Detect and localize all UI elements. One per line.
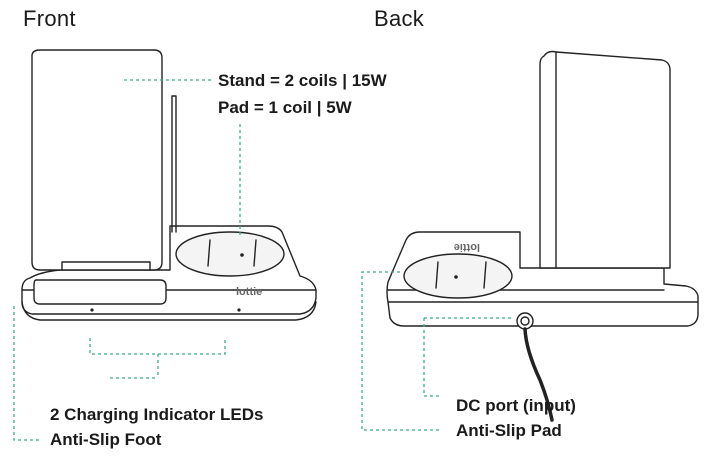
pad-spec-label: Pad = 1 coil | 5W xyxy=(218,98,352,117)
back-stand xyxy=(539,50,671,269)
front-logo: lottie xyxy=(236,286,262,298)
led-left xyxy=(90,308,94,312)
front-leaders xyxy=(13,79,241,441)
back-leaders xyxy=(361,271,512,431)
leds-label: 2 Charging Indicator LEDs xyxy=(50,405,264,424)
anti-slip-pad-label: Anti-Slip Pad xyxy=(456,421,562,440)
dc-port-label: DC port (input) xyxy=(456,396,576,415)
stand-spec-label: Stand = 2 coils | 15W xyxy=(218,71,387,90)
anti-slip-foot-label: Anti-Slip Foot xyxy=(50,430,162,449)
front-heading: Front xyxy=(23,6,76,31)
front-charging-pad xyxy=(175,231,285,277)
back-logo: lottie xyxy=(454,241,480,253)
dc-cable xyxy=(523,327,554,422)
back-charger: lottie xyxy=(386,50,699,422)
front-slot xyxy=(33,279,167,305)
front-stand xyxy=(31,49,163,271)
back-charging-pad xyxy=(403,253,513,299)
led-right xyxy=(237,308,241,312)
front-charger: lottie xyxy=(21,49,317,321)
back-heading: Back xyxy=(374,6,425,31)
dc-port xyxy=(516,312,534,330)
